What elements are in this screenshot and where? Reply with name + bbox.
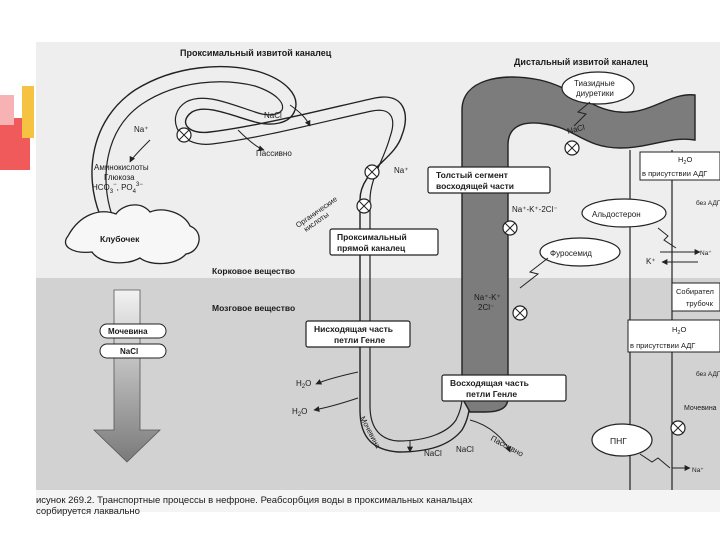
proximal-tubule-outer — [91, 65, 406, 453]
gradient-urea-label: Мочевина — [108, 327, 148, 336]
thiazide-line1: Тиазидные — [574, 79, 615, 88]
loop-nacl-label: NaCl — [424, 449, 442, 458]
collecting-duct-box — [671, 282, 720, 312]
medulla-area — [36, 278, 720, 490]
proximal-nacl-label: NaCl — [264, 111, 282, 120]
water-label-1: H2O — [296, 379, 311, 390]
thick-segment-line1: Толстый сегмент — [436, 170, 508, 180]
proximal-nacl-arrow — [289, 104, 311, 127]
water-label-2: H2O — [292, 407, 307, 418]
gradient-nacl-pill — [99, 343, 167, 359]
ascending-passive-arrow — [469, 419, 511, 453]
adh1-label: в присутствии АДГ — [642, 169, 707, 178]
na-k-label: Na⁺-K⁺ — [474, 293, 501, 302]
png-arrow — [639, 453, 671, 469]
collecting-na-label: Na⁺ — [700, 250, 712, 257]
thick-segment-box — [427, 166, 551, 194]
nak-pump-x — [514, 307, 526, 319]
adh-box-2 — [627, 319, 720, 353]
collecting-urea-label: Мочевина — [684, 405, 717, 412]
furosemide-label: Фуросемид — [550, 249, 592, 258]
no-adh-label: без АДГ — [696, 199, 720, 207]
collecting-transporter-x — [672, 422, 684, 434]
thin-ascending-line1: Восходящая часть — [450, 378, 529, 388]
proximal-passive-arrow — [237, 129, 265, 152]
collecting-k-label: K⁺ — [646, 257, 656, 266]
ascending-nacl-label: NaCl — [456, 445, 474, 454]
aldosterone-oval — [581, 198, 667, 228]
proximal-transporter-3-x — [358, 200, 370, 212]
no-adh2-label: без АДГ — [696, 370, 720, 378]
thick-segment-line2: восходящей части — [436, 181, 514, 191]
proximal-title: Проксимальный извитой каналец — [180, 48, 332, 58]
adh2-water: H2O — [672, 325, 686, 336]
glomerulus-capsule — [64, 204, 200, 265]
aldosterone-label: Альдостерон — [592, 210, 641, 219]
proximal-na2-label: Na⁺ — [394, 166, 408, 175]
thin-ascending-box — [441, 374, 567, 402]
proximal-straight-line2: прямой каналец — [337, 243, 406, 253]
water-arrow-2 — [313, 397, 359, 412]
solute-arrow — [129, 139, 151, 163]
solute-ions: HCO3−, PO43− — [92, 182, 143, 195]
adh-box-1 — [639, 151, 720, 181]
collecting-line2: трубочк — [686, 299, 714, 308]
nkcc-label: Na⁺-K⁺-2Cl⁻ — [512, 205, 558, 214]
proximal-tubule-inner — [105, 81, 399, 442]
png-label: ПНГ — [610, 436, 627, 446]
two-cl-label: 2Cl⁻ — [478, 303, 494, 312]
gradient-arrow — [93, 289, 161, 463]
proximal-straight-box — [329, 228, 439, 256]
accent-bar-yellow — [22, 86, 34, 138]
adh2-label: в присутствии АДГ — [630, 341, 695, 350]
proximal-straight-line1: Проксимальный — [337, 232, 407, 242]
water-arrow-1 — [315, 371, 359, 385]
thiazide-transporter-x — [566, 142, 578, 154]
gradient-nacl-label: NaCl — [120, 347, 138, 356]
descending-limb-box — [305, 320, 411, 348]
solute-glucose: Глюкоза — [104, 173, 135, 182]
caption-area — [36, 490, 720, 512]
thiazide-line2: диуретики — [576, 89, 614, 98]
aldosterone-arrow — [657, 227, 677, 249]
caption-line1: исунок 269.2. Транспортные процессы в не… — [36, 495, 473, 506]
proximal-transporter-2-x — [366, 166, 378, 178]
glomerulus-label: Клубочек — [100, 234, 140, 244]
solute-aminoacids: Аминокислоты — [94, 163, 149, 172]
descending-line2: петли Генле — [334, 335, 385, 345]
proximal-passive-label: Пассивно — [256, 149, 292, 158]
png-oval — [591, 423, 653, 457]
distal-title: Дистальный извитой каналец — [514, 57, 648, 67]
collecting-na-bottom: Na⁺ — [692, 467, 704, 474]
loop-bottom-inner — [397, 397, 463, 442]
thiazide-inhibit-arrow — [573, 101, 591, 127]
thin-ascending-line2: петли Генле — [466, 389, 517, 399]
thiazide-oval — [561, 71, 635, 105]
accent-bar-pink — [0, 95, 14, 125]
medulla-label: Мозговое вещество — [212, 303, 295, 313]
nkcc-transporter-x — [504, 222, 516, 234]
descending-line1: Нисходящая часть — [314, 324, 393, 334]
furosemide-oval — [539, 237, 621, 267]
gradient-urea-pill — [99, 323, 167, 339]
adh1-water: H2O — [678, 155, 692, 166]
cortex-label: Корковое вещество — [212, 266, 295, 276]
caption-line2: сорбируется лаквально — [36, 506, 140, 517]
proximal-na-label: Na⁺ — [134, 125, 148, 134]
collecting-line1: Собирател — [676, 287, 714, 296]
furosemide-inhibit-arrow — [519, 257, 549, 289]
proximal-transporter-1-x — [178, 129, 190, 141]
